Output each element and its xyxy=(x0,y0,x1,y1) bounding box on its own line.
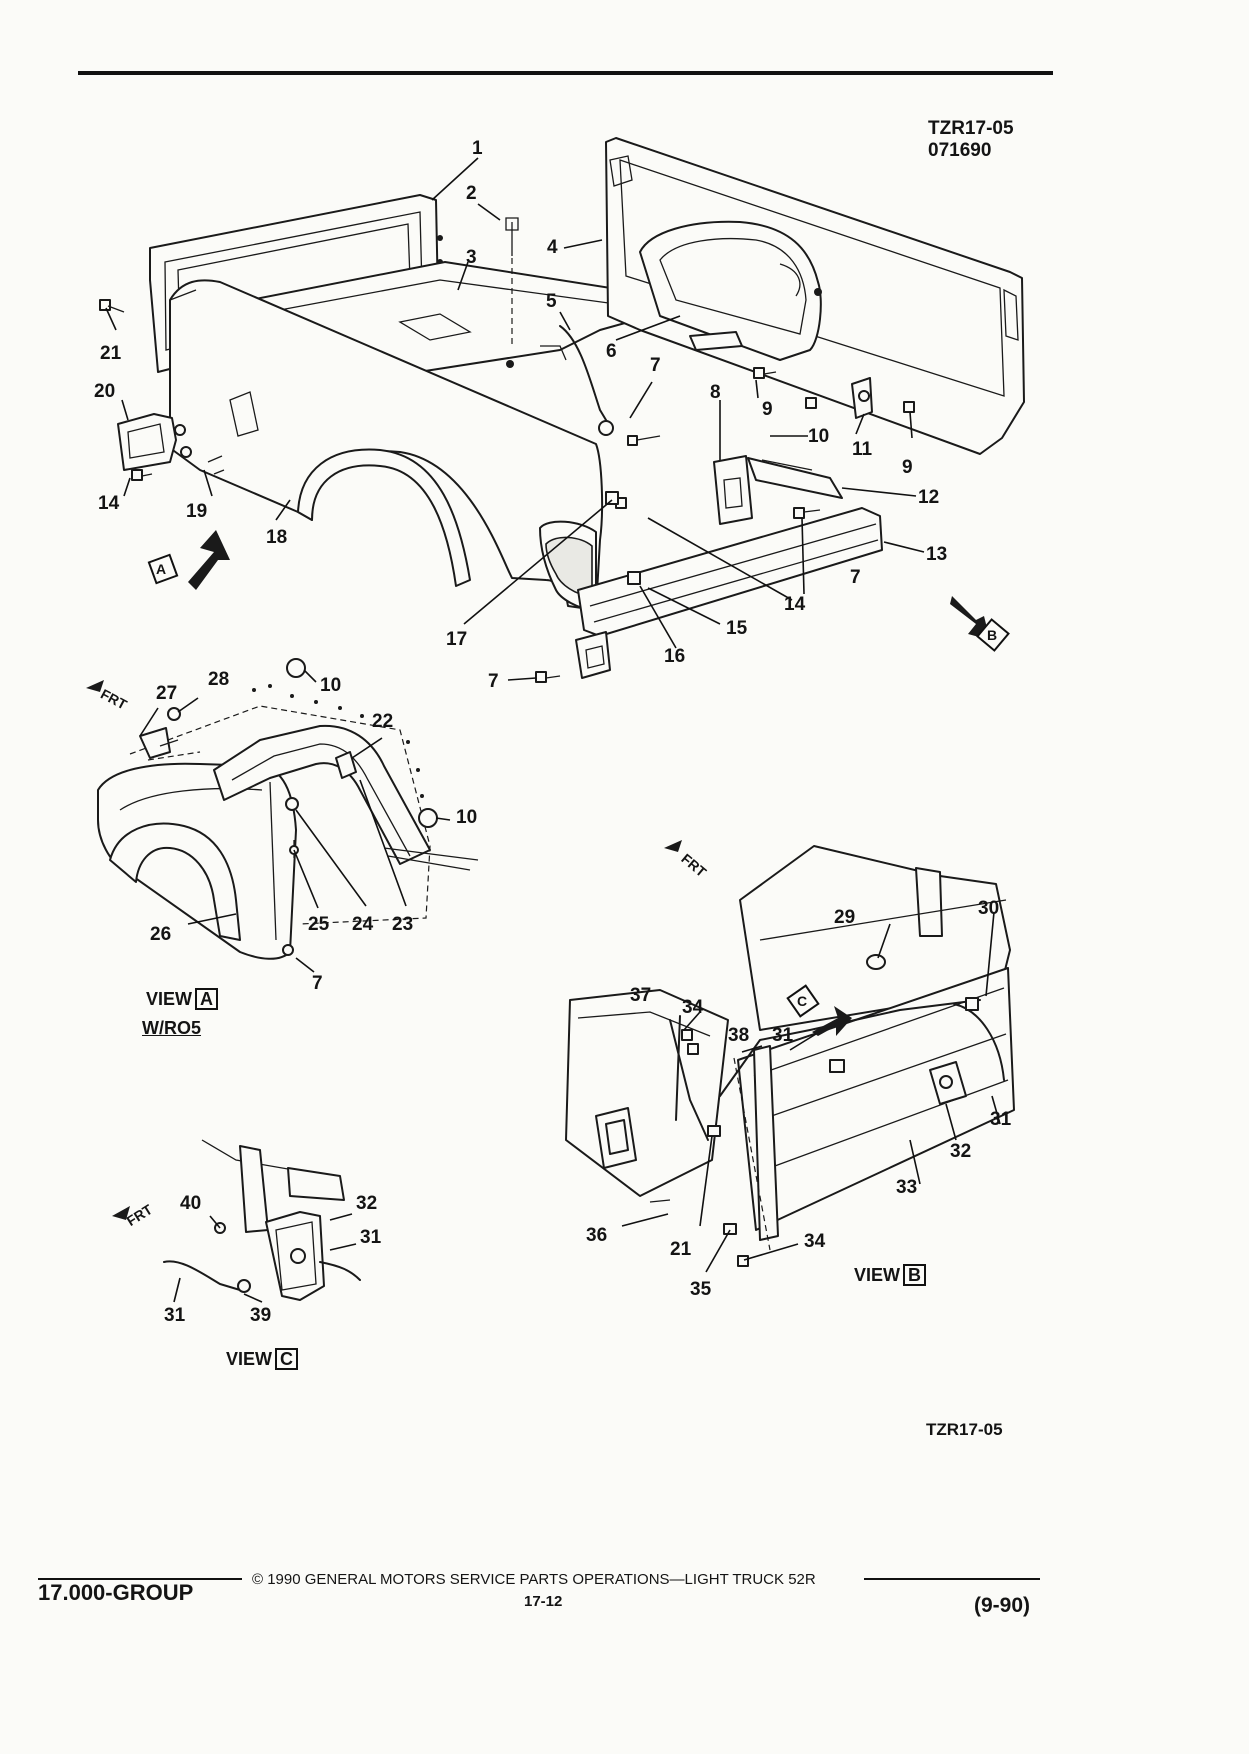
callout-32-c: 32 xyxy=(356,1193,378,1214)
callout-11: 11 xyxy=(852,439,873,460)
callout-31-c-right: 31 xyxy=(360,1227,382,1248)
callout-7-bed: 7 xyxy=(650,355,661,376)
callout-31-c-left: 31 xyxy=(164,1305,186,1326)
illustration-code-footer: TZR17-05 xyxy=(926,1420,1003,1439)
view-c-latch-detail xyxy=(112,1139,361,1301)
callout-3: 3 xyxy=(466,247,477,268)
view-c-letter: C xyxy=(275,1348,299,1370)
view-a-marker-letter: A xyxy=(156,561,167,577)
callout-5: 5 xyxy=(546,291,557,312)
callout-21-hinge: 21 xyxy=(100,343,122,364)
callout-9-right: 9 xyxy=(902,457,913,478)
callout-14-rear: 14 xyxy=(784,594,806,615)
footer-revision-date: (9-90) xyxy=(974,1594,1031,1617)
callout-33: 33 xyxy=(896,1177,918,1198)
callout-25: 25 xyxy=(308,914,330,935)
callout-4: 4 xyxy=(547,237,558,258)
view-b-tailgate-latch xyxy=(565,840,1015,1267)
callout-37: 37 xyxy=(630,985,652,1006)
callout-30: 30 xyxy=(978,898,1000,919)
illustration-code: TZR17-05 xyxy=(928,118,1014,139)
view-a-option-note: W/RO5 xyxy=(142,1018,202,1038)
callout-12: 12 xyxy=(918,487,940,508)
callout-10-tailgate: 10 xyxy=(808,426,830,447)
callout-22: 22 xyxy=(372,711,394,732)
callout-10-flare-right: 10 xyxy=(456,807,478,828)
callout-2: 2 xyxy=(466,183,477,204)
callout-23: 23 xyxy=(392,914,414,935)
callout-7-crossmember: 7 xyxy=(850,567,861,588)
callout-34-bottom: 34 xyxy=(804,1231,826,1252)
callout-24: 24 xyxy=(352,914,374,935)
view-c-marker-letter: C xyxy=(797,993,808,1009)
callout-39: 39 xyxy=(250,1305,272,1326)
callout-35: 35 xyxy=(690,1279,712,1300)
illustration-code-header: TZR17-05 071690 xyxy=(928,118,1014,162)
header-rule xyxy=(78,71,1053,75)
view-b-marker-letter: B xyxy=(987,627,998,643)
callout-26: 26 xyxy=(150,924,172,945)
callout-32-b: 32 xyxy=(950,1141,972,1162)
callout-40: 40 xyxy=(180,1193,202,1214)
callout-15: 15 xyxy=(726,618,748,639)
view-b-letter: B xyxy=(903,1264,927,1286)
callout-17: 17 xyxy=(446,629,468,650)
callout-21-view-b: 21 xyxy=(670,1239,692,1260)
callout-27: 27 xyxy=(156,683,178,704)
callout-31-b-right: 31 xyxy=(990,1109,1012,1130)
callout-28: 28 xyxy=(208,669,230,690)
callout-34-top: 34 xyxy=(682,997,704,1018)
footer-rule-right xyxy=(864,1578,1040,1580)
callout-36: 36 xyxy=(586,1225,608,1246)
callout-16: 16 xyxy=(664,646,686,667)
callout-leaders xyxy=(105,157,1001,1303)
callout-29: 29 xyxy=(834,907,856,928)
callout-19: 19 xyxy=(186,501,208,522)
callout-7-flare: 7 xyxy=(312,973,323,994)
footer-page-number: 17-12 xyxy=(524,1593,563,1610)
view-c-arrow-marker xyxy=(786,984,852,1036)
callout-38: 38 xyxy=(728,1025,750,1046)
pickup-box-assembly xyxy=(99,137,1025,683)
callout-13: 13 xyxy=(926,544,948,565)
view-c-prefix: VIEW xyxy=(226,1349,273,1369)
view-a-prefix: VIEW xyxy=(146,989,193,1009)
callout-9-left: 9 xyxy=(762,399,773,420)
callout-6: 6 xyxy=(606,341,617,362)
view-a-fender-flare xyxy=(86,658,479,960)
footer-copyright: © 1990 GENERAL MOTORS SERVICE PARTS OPER… xyxy=(252,1571,816,1588)
view-a-letter: A xyxy=(195,988,219,1010)
callout-7-hitch: 7 xyxy=(488,671,499,692)
callout-18: 18 xyxy=(266,527,288,548)
view-b-arrow-marker xyxy=(950,596,1010,652)
footer-rule-left xyxy=(38,1578,242,1580)
view-a-arrow-marker xyxy=(147,530,230,590)
view-b-prefix: VIEW xyxy=(854,1265,901,1285)
footer-group: 17.000-GROUP xyxy=(38,1580,194,1605)
callout-20: 20 xyxy=(94,381,116,402)
callout-10-flare-top: 10 xyxy=(320,675,342,696)
callout-8: 8 xyxy=(710,382,721,403)
callout-14-hinge: 14 xyxy=(98,493,120,514)
callout-31-b-left: 31 xyxy=(772,1025,794,1046)
illustration-date: 071690 xyxy=(928,140,992,161)
callout-1: 1 xyxy=(472,138,483,159)
